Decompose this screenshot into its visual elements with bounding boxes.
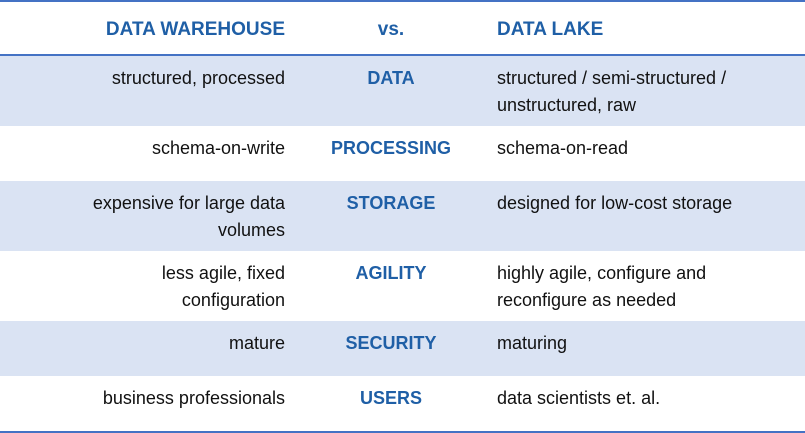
table-row: less agile, fixed configuration AGILITY … [0, 251, 805, 321]
header-data-lake: DATA LAKE [497, 19, 604, 40]
attribute-cell: SECURITY [345, 333, 437, 353]
header-vs: vs. [377, 19, 405, 40]
header-row: DATA WAREHOUSE vs. DATA LAKE [0, 2, 805, 56]
attribute-cell: AGILITY [355, 263, 427, 283]
warehouse-cell: business professionals [102, 388, 285, 408]
header-data-warehouse: DATA WAREHOUSE [105, 19, 285, 40]
lake-cell: schema-on-read [497, 138, 629, 158]
lake-cell: data scientists et. al. [497, 388, 661, 408]
lake-cell: designed for low-cost storage [497, 193, 733, 213]
table-row: expensive for large data volumes STORAGE… [0, 181, 805, 251]
warehouse-cell: structured, processed [111, 68, 285, 88]
attribute-cell: PROCESSING [330, 138, 452, 158]
lake-cell: highly agile, configure and reconfigure … [497, 263, 707, 310]
table-row: structured, processed DATA structured / … [0, 56, 805, 126]
lake-cell: maturing [497, 333, 568, 353]
warehouse-cell: expensive for large data volumes [92, 193, 285, 240]
table-row: schema-on-write PROCESSING schema-on-rea… [0, 126, 805, 181]
table-row: business professionals USERS data scient… [0, 376, 805, 431]
warehouse-cell: schema-on-write [151, 138, 285, 158]
table-row: mature SECURITY maturing [0, 321, 805, 376]
warehouse-cell: less agile, fixed configuration [161, 263, 285, 310]
attribute-cell: STORAGE [346, 193, 436, 213]
warehouse-cell: mature [228, 333, 285, 353]
attribute-cell: DATA [367, 68, 415, 88]
attribute-cell: USERS [359, 388, 422, 408]
lake-cell: structured / semi-structured / unstructu… [497, 68, 727, 115]
